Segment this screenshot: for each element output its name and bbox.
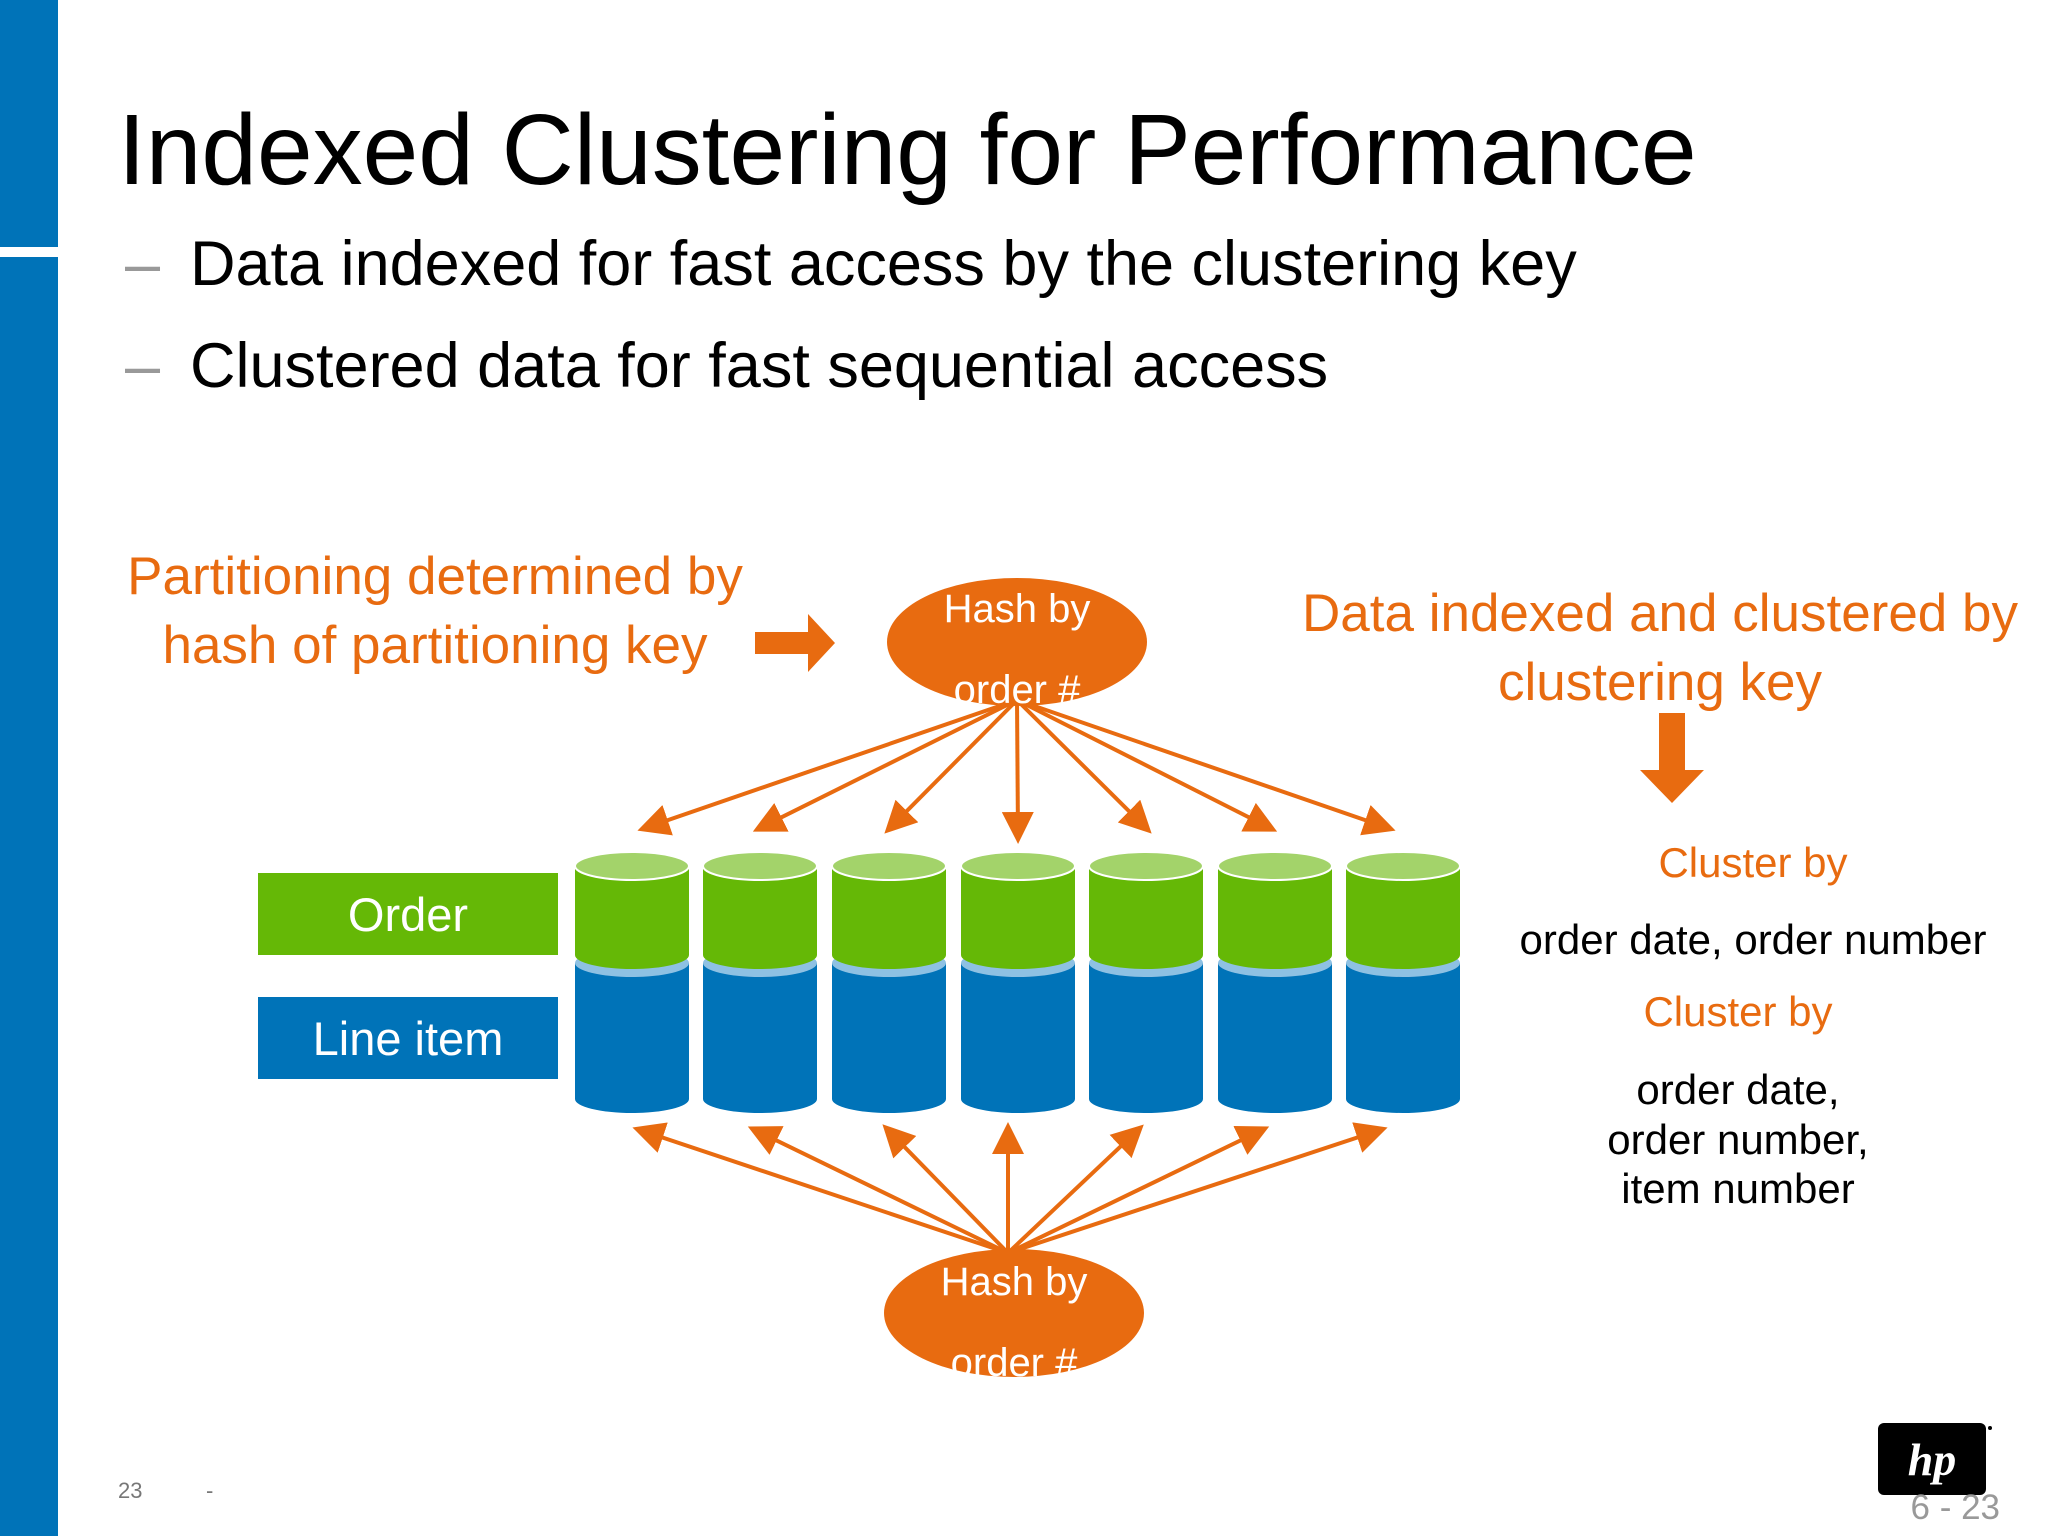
bottom-arrow-6 (1007, 1126, 1270, 1255)
order-cluster-heading: Cluster by (1658, 839, 1848, 886)
hash-bottom-ellipse (884, 1249, 1144, 1377)
line-item-key-2: order number, (1607, 1115, 1869, 1163)
cylinder-top (574, 851, 690, 881)
bullet-text: Data indexed for fast access by the clus… (190, 229, 1577, 299)
partitioning-note: Partitioning determined by hash of parti… (127, 547, 743, 675)
cylinder-line-item-segment (832, 963, 946, 1113)
bottom-arrow-5 (1006, 1124, 1144, 1255)
bottom-arrow-7 (1007, 1122, 1388, 1255)
cylinder-top (702, 851, 818, 881)
bullet-item-2: –Clustered data for fast sequential acce… (125, 330, 1328, 402)
hash-top-line2: order # (954, 668, 1081, 712)
legend-order: Order (258, 873, 558, 955)
left-accent-notch (0, 247, 58, 257)
clustering-block-arrow (1640, 713, 1704, 803)
cylinder-7 (1345, 851, 1461, 1113)
order-cluster-keys: order date, order number (1519, 916, 1987, 963)
cylinder-order-segment (575, 866, 689, 969)
top-arrow-6 (1016, 698, 1278, 832)
cylinder-order-segment (832, 866, 946, 969)
cylinder-4 (960, 851, 1076, 1113)
hash-bottom-line1: Hash by (941, 1260, 1088, 1304)
partition-block-arrow (755, 614, 835, 672)
cylinder-1 (574, 851, 690, 1113)
cylinder-5 (1088, 851, 1204, 1113)
bottom-arrow-1 (632, 1122, 1009, 1255)
page-code: 6 - 23 (1910, 1488, 2001, 1527)
cylinder-2 (702, 851, 818, 1113)
hash-top-line1: Hash by (944, 587, 1091, 631)
cylinder-top (960, 851, 1076, 881)
line-item-cluster-keys: order date, order number, item number (1458, 1065, 2018, 1214)
top-arrow-4 (1001, 699, 1034, 844)
partition-cylinders (574, 851, 1461, 1113)
bullet-item-1: –Data indexed for fast access by the clu… (125, 228, 1577, 300)
legend-line-item: Line item (258, 997, 558, 1079)
hash-bottom-line2: order # (951, 1341, 1078, 1385)
line-item-key-3: item number (1621, 1165, 1855, 1213)
top-arrow-1 (637, 698, 1018, 836)
hash-top-node: Hash by order # (887, 578, 1147, 712)
line-item-key-1: order date, (1636, 1066, 1840, 1113)
cylinder-line-item-segment (1346, 963, 1460, 1113)
line-item-cluster-heading: Cluster by (1643, 988, 1833, 1035)
cylinder-order-segment (1346, 866, 1460, 969)
top-distribution-arrows (637, 698, 1396, 844)
cylinder-line-item-segment (1089, 963, 1203, 1113)
cylinder-order-segment (1089, 866, 1203, 969)
bullet-dash: – (125, 331, 161, 401)
top-arrow-7 (1016, 698, 1396, 836)
cylinder-6 (1217, 851, 1333, 1113)
bottom-arrow-3 (882, 1124, 1010, 1255)
cylinder-line-item-segment (1218, 963, 1332, 1113)
bullet-dash: – (125, 229, 161, 299)
hp-logo-icon: hp (1878, 1423, 1992, 1495)
bullet-text: Clustered data for fast sequential acces… (190, 331, 1329, 401)
slide-title: Indexed Clustering for Performance (118, 94, 1697, 206)
footer-separator: - (206, 1478, 214, 1503)
hash-bottom-node: Hash by order # (884, 1249, 1144, 1385)
cylinder-3 (831, 851, 947, 1113)
cylinder-line-item-segment (961, 963, 1075, 1113)
hash-top-ellipse (887, 578, 1147, 706)
cylinder-order-segment (703, 866, 817, 969)
cylinder-top (1217, 851, 1333, 881)
bottom-arrow-2 (747, 1126, 1009, 1255)
top-arrow-5 (1015, 698, 1152, 834)
cylinder-line-item-segment (703, 963, 817, 1113)
cylinder-top (1345, 851, 1461, 881)
cylinder-order-segment (961, 866, 1075, 969)
indexing-note: Data indexed and clustered by clustering… (1302, 584, 2018, 712)
cylinder-order-segment (1218, 866, 1332, 969)
hp-logo-text: hp (1908, 1434, 1957, 1485)
cylinder-top (831, 851, 947, 881)
bottom-distribution-arrows (632, 1122, 1388, 1255)
top-arrow-2 (752, 698, 1018, 832)
top-arrow-3 (884, 698, 1019, 834)
slide-number: 23 (118, 1478, 143, 1503)
cylinder-top (1088, 851, 1204, 881)
cylinder-line-item-segment (575, 963, 689, 1113)
